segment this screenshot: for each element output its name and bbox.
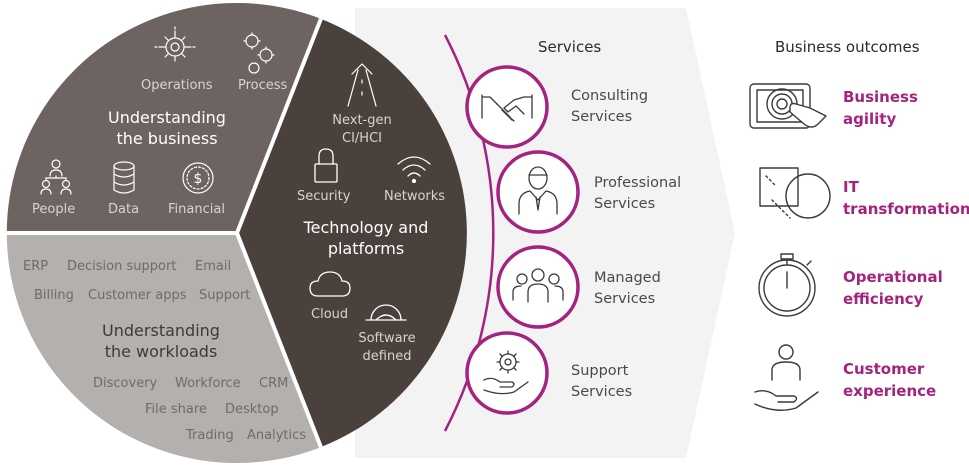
title-line: Understanding [102,321,220,340]
database-icon [113,161,135,194]
title-line: platforms [327,239,405,258]
outcome-operational-efficiency: Operational efficiency [843,266,943,310]
segment-workloads [6,233,321,464]
service-label-line: Services [571,384,633,400]
team-icon [512,268,564,303]
service-circle-managed [496,245,580,329]
title-understanding-workloads: Understanding the workloads [86,320,236,362]
service-label-line: Professional [594,175,682,191]
process-gears-icon [243,32,275,74]
title-line: the business [116,129,218,148]
outcome-label-line: efficiency [843,290,924,308]
segment-divider [235,232,323,448]
title-line: Understanding [108,108,226,127]
outcome-label-line: agility [843,110,897,128]
label-people: People [32,202,76,217]
label-support: Support [199,288,251,303]
label-decision-support: Decision support [67,259,177,274]
label-line: Next-gen [332,113,392,128]
outcome-business-agility: Business agility [843,86,918,130]
label-file-share: File share [145,402,207,417]
segment-technology [237,18,467,448]
service-label-line: Services [571,109,633,125]
label-line: Software [358,331,416,346]
people-org-icon [40,159,72,195]
professional-person-icon [518,166,558,215]
dollar-coin-icon [182,162,214,194]
label-crm: CRM [259,376,289,391]
service-label-line: Support [571,363,629,379]
services-heading: Services [538,38,602,56]
label-billing: Billing [34,288,74,303]
software-defined-icon [365,304,407,321]
service-managed-label: Managed Services [594,268,661,310]
label-networks: Networks [384,189,446,204]
outcome-it-transformation: IT transformation [843,176,969,220]
segment-divider [235,18,323,234]
title-technology-platforms: Technology and platforms [291,217,441,259]
label-trading: Trading [186,428,234,443]
wifi-icon [397,156,431,184]
service-professional-label: Professional Services [594,173,681,215]
road-arrow-icon [347,63,377,107]
service-circle-professional [496,150,580,234]
service-circle-consulting [465,65,549,149]
outcome-label-line: transformation [843,200,969,218]
service-support-label: Support Services [571,361,632,403]
operations-gear-icon [154,26,196,62]
label-email: Email [195,259,232,274]
lock-icon [314,148,338,183]
gear-hand-icon [483,350,529,395]
dollar-glyph: $ [194,171,203,187]
label-nextgen: Next-gen CI/HCI [322,112,402,148]
transformation-shapes-icon [759,167,831,219]
label-line: CI/HCI [342,131,382,146]
segment-understanding-business [6,2,321,233]
outcome-label-line: Business [843,88,918,106]
outcomes-heading: Business outcomes [775,38,920,56]
handshake-icon [481,94,533,122]
label-workforce: Workforce [175,376,241,391]
title-line: Technology and [303,218,429,237]
label-erp: ERP [23,259,49,274]
label-software-defined: Software defined [356,330,418,366]
label-data: Data [108,202,140,217]
title-understanding-business: Understanding the business [92,107,242,149]
service-label-line: Services [594,196,656,212]
outcome-label-line: experience [843,382,937,400]
person-hand-icon [754,344,819,411]
cloud-icon [309,271,351,297]
label-desktop: Desktop [225,402,279,417]
title-line: the workloads [104,342,218,361]
label-analytics: Analytics [247,428,307,443]
service-consulting-label: Consulting Services [571,86,648,128]
outcome-label-line: Operational [843,268,943,286]
label-operations: Operations [141,78,213,93]
service-circle-support [465,331,549,415]
outcome-label-line: Customer [843,360,925,378]
stopwatch-icon [758,253,816,317]
label-line: defined [362,349,412,364]
outcome-customer-experience: Customer experience [843,358,936,402]
label-cloud: Cloud [311,307,349,322]
service-label-line: Managed [594,270,661,286]
service-label-line: Consulting [571,88,649,104]
service-label-line: Services [594,291,656,307]
label-process: Process [238,78,288,93]
tablet-touch-icon [749,83,827,129]
label-security: Security [297,189,351,204]
label-customer-apps: Customer apps [88,288,187,303]
outcome-label-line: IT [843,178,859,196]
label-discovery: Discovery [93,376,158,391]
label-financial: Financial [168,202,225,217]
